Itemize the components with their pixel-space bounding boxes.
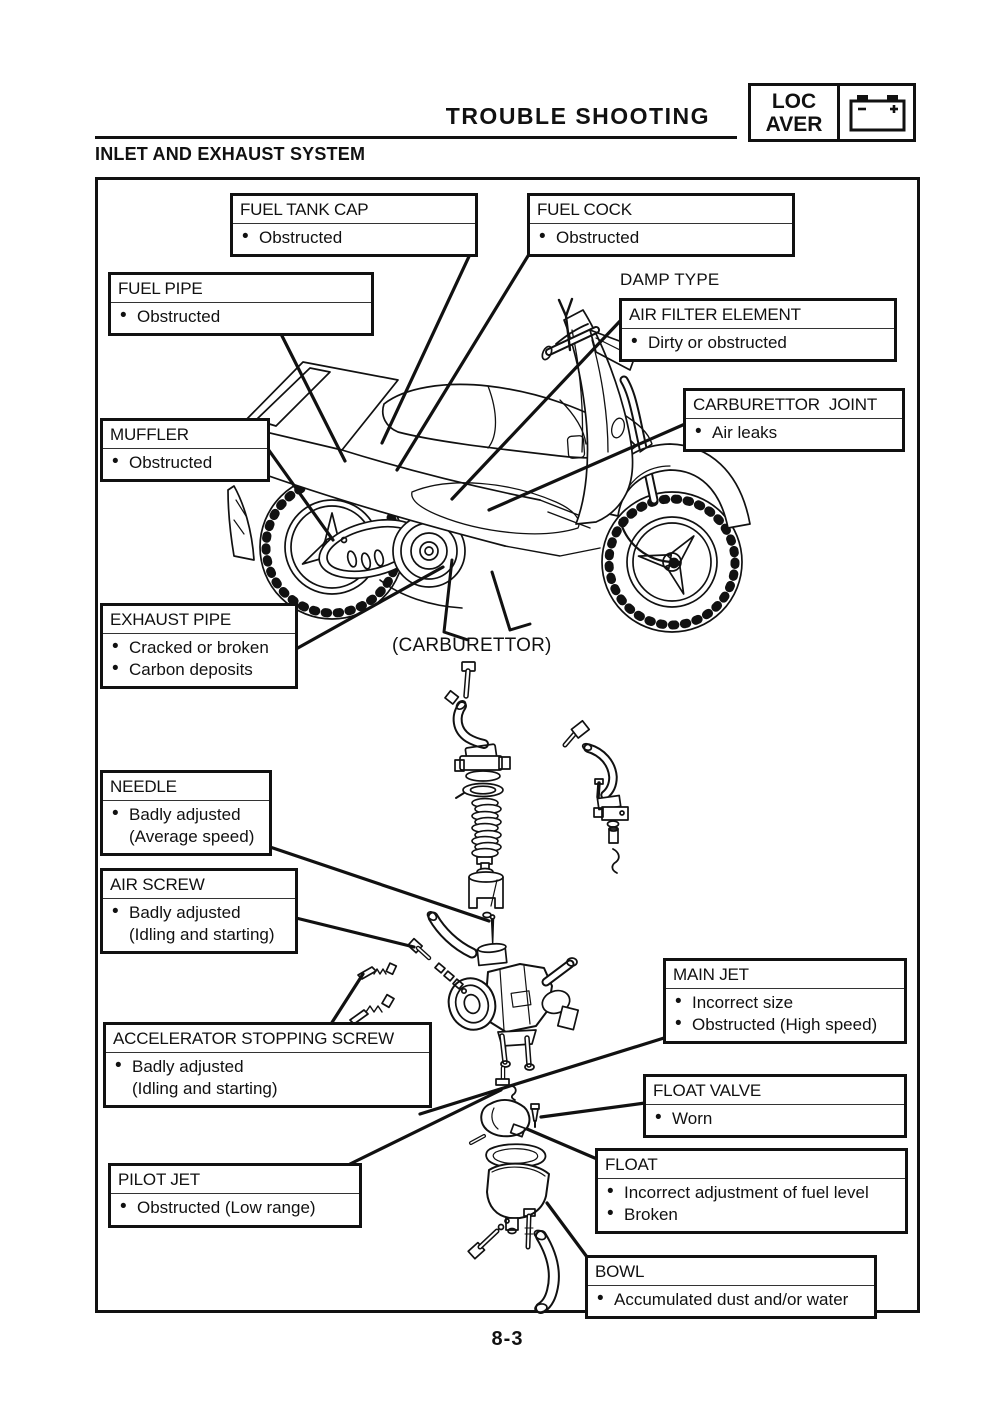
callout-item: (Idling and starting) [132, 1079, 278, 1098]
callout-title: AIR FILTER ELEMENT [622, 301, 894, 329]
callout-title: AIR SCREW [103, 871, 295, 899]
callout-item: Badly adjusted [106, 1055, 423, 1078]
callout-item: (Average speed) [129, 827, 255, 846]
callout-item: Obstructed [111, 305, 365, 328]
callout-muffler: MUFFLER Obstructed [100, 418, 270, 482]
callout-title: EXHAUST PIPE [103, 606, 295, 634]
callout-exhaust-pipe: EXHAUST PIPE Cracked or broken Carbon de… [100, 603, 298, 689]
callout-item: Obstructed (High speed) [666, 1013, 898, 1036]
callout-title: ACCELERATOR STOPPING SCREW [106, 1025, 429, 1053]
damp-type-label: DAMP TYPE [620, 270, 720, 289]
section-heading: INLET AND EXHAUST SYSTEM [95, 144, 366, 164]
callout-item: Cracked or broken [103, 636, 289, 659]
callout-title: NEEDLE [103, 773, 269, 801]
callout-title: FUEL TANK CAP [233, 196, 475, 224]
callout-fuel-cock: FUEL COCK Obstructed [527, 193, 795, 257]
callout-item: (Idling and starting) [129, 925, 275, 944]
callout-item: Worn [646, 1107, 898, 1130]
callout-fuel-tank-cap: FUEL TANK CAP Obstructed [230, 193, 478, 257]
callout-item: Badly adjusted [103, 803, 263, 826]
callout-item: Carbon deposits [103, 658, 289, 681]
callout-main-jet: MAIN JET Incorrect size Obstructed (High… [663, 958, 907, 1044]
callout-item: Accumulated dust and/or water [588, 1288, 868, 1311]
callout-item: Air leaks [686, 421, 896, 444]
callout-title: FUEL PIPE [111, 275, 371, 303]
callout-title: BOWL [588, 1258, 874, 1286]
callout-item: Broken [598, 1203, 899, 1226]
callout-title: PILOT JET [111, 1166, 359, 1194]
callout-item: Badly adjusted [103, 901, 289, 924]
page-number: 8-3 [491, 1328, 524, 1350]
callout-air-filter-element: AIR FILTER ELEMENT Dirty or obstructed [619, 298, 897, 362]
page-title: TROUBLE SHOOTING [445, 103, 710, 129]
callout-fuel-pipe: FUEL PIPE Obstructed [108, 272, 374, 336]
callout-item: Obstructed (Low range) [111, 1196, 353, 1219]
callout-title: MAIN JET [666, 961, 904, 989]
callout-item: Dirty or obstructed [622, 331, 888, 354]
callout-air-screw: AIR SCREW Badly adjusted (Idling and sta… [100, 868, 298, 954]
callout-title: FLOAT [598, 1151, 905, 1179]
battery-icon [840, 86, 913, 139]
callout-title: CARBURETTOR JOINT [686, 391, 902, 419]
header-divider [95, 136, 737, 139]
callout-accelerator-stopping-screw: ACCELERATOR STOPPING SCREW Badly adjuste… [103, 1022, 432, 1108]
callout-carburettor-joint: CARBURETTOR JOINT Air leaks [683, 388, 905, 452]
callout-needle: NEEDLE Badly adjusted (Average speed) [100, 770, 272, 856]
callout-float-valve: FLOAT VALVE Worn [643, 1074, 907, 1138]
chapter-tab: LOC AVER [748, 83, 916, 142]
callout-float: FLOAT Incorrect adjustment of fuel level… [595, 1148, 908, 1234]
callout-title: MUFFLER [103, 421, 267, 449]
callout-item: Incorrect adjustment of fuel level [598, 1181, 899, 1204]
chapter-tab-label: LOC AVER [751, 86, 840, 139]
callout-bowl: BOWL Accumulated dust and/or water [585, 1255, 877, 1319]
callout-item: Incorrect size [666, 991, 898, 1014]
carburettor-label: (CARBURETTOR) [392, 635, 552, 656]
callout-title: FLOAT VALVE [646, 1077, 904, 1105]
callout-item: Obstructed [233, 226, 469, 249]
callout-title: FUEL COCK [530, 196, 792, 224]
callout-item: Obstructed [530, 226, 786, 249]
callout-pilot-jet: PILOT JET Obstructed (Low range) [108, 1163, 362, 1228]
callout-item: Obstructed [103, 451, 261, 474]
